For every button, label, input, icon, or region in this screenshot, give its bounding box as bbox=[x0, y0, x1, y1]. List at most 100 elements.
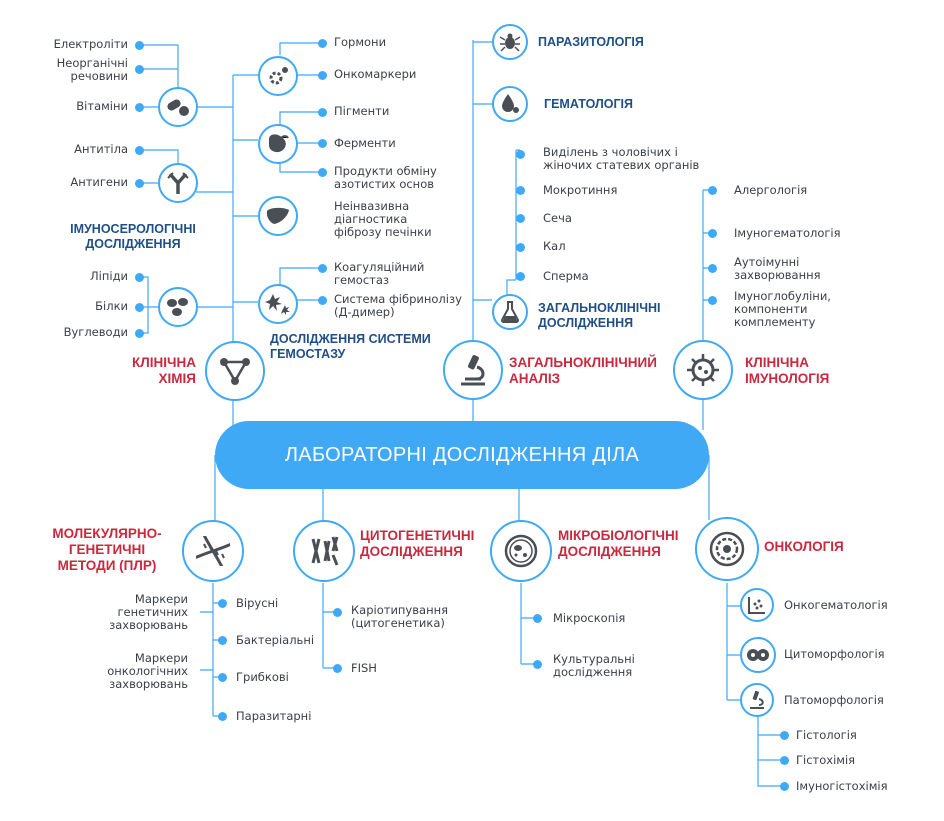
autoimmune-label: Аутоімунні захворювання bbox=[734, 255, 821, 282]
parasitic-label: Паразитарні bbox=[236, 709, 312, 723]
fungal-label: Грибкові bbox=[236, 670, 289, 684]
bullet-dot bbox=[317, 107, 327, 117]
bullet-dot bbox=[134, 178, 144, 188]
coagulation-label: Коагуляційний гемостаз bbox=[334, 260, 425, 287]
antibodies-label: Антитіла bbox=[74, 142, 128, 156]
chromosome-icon bbox=[293, 520, 355, 582]
secretions-label: Виділень з чоловічих і жіночих статевих … bbox=[543, 145, 700, 172]
parasite-icon bbox=[492, 24, 528, 60]
sperm-label: Сперма bbox=[543, 269, 589, 283]
cell-pair-icon bbox=[740, 637, 776, 673]
bullet-dot bbox=[217, 711, 227, 721]
bullet-dot bbox=[332, 607, 342, 617]
coagulation-icon bbox=[258, 284, 298, 324]
hormones-label: Гормони bbox=[334, 35, 387, 49]
bullet-dot bbox=[317, 167, 327, 177]
lipids-label: Ліпіди bbox=[90, 269, 128, 283]
allergology-label: Алергологія bbox=[734, 183, 808, 197]
sputum-label: Мокротиння bbox=[543, 183, 618, 197]
bullet-dot bbox=[317, 38, 327, 48]
bullet-dot bbox=[134, 328, 144, 338]
bullet-dot bbox=[515, 213, 525, 223]
cultural-label: Культуральні дослідження bbox=[553, 652, 635, 679]
immunoserology-heading: ІМУНОСЕРОЛОГІЧНІ ДОСЛІДЖЕННЯ bbox=[70, 222, 196, 251]
bullet-dot bbox=[779, 755, 789, 765]
oncology-heading: ОНКОЛОГІЯ bbox=[764, 539, 844, 554]
bullet-dot bbox=[317, 138, 327, 148]
immunohematology-label: Імуногематологія bbox=[734, 226, 841, 240]
fibrinolysis-label: Система фібринолізу (Д-димер) bbox=[334, 292, 462, 319]
fish-label: FISH bbox=[351, 661, 377, 675]
bullet-dot bbox=[317, 263, 327, 273]
bullet-dot bbox=[217, 598, 227, 608]
general-clinical-heading: ЗАГАЛЬНОКЛІНІЧНІ ДОСЛІДЖЕННЯ bbox=[538, 301, 661, 330]
bullet-dot bbox=[515, 185, 525, 195]
petri-dish-icon bbox=[490, 520, 552, 582]
bullet-dot bbox=[515, 242, 525, 252]
onco-markers-label: Маркери онкологічних захворювань bbox=[107, 651, 188, 691]
bullet-dot bbox=[134, 64, 144, 74]
tumor-cell-icon bbox=[695, 517, 759, 581]
bullet-dot bbox=[217, 672, 227, 682]
hemostasis-heading: ДОСЛІДЖЕННЯ СИСТЕМИ ГЕМОСТАЗУ bbox=[270, 332, 431, 361]
bullet-dot bbox=[217, 635, 227, 645]
antibody-icon bbox=[158, 163, 198, 203]
bullet-dot bbox=[707, 185, 717, 195]
cytogenetics-heading: ЦИТОГЕНЕТИЧНІ ДОСЛІДЖЕННЯ bbox=[360, 528, 475, 559]
nitrogen-label: Продукти обміну азотистих основ bbox=[334, 164, 437, 191]
enzymes-label: Ферменти bbox=[334, 136, 396, 150]
pathomorphology-label: Патоморфологія bbox=[784, 693, 884, 707]
histology-label: Гістологія bbox=[796, 728, 857, 742]
tumor-markers-label: Онкомаркери bbox=[334, 67, 417, 81]
bullet-dot bbox=[779, 730, 789, 740]
immunology-heading: КЛІНІЧНА ІМУНОЛОГІЯ bbox=[745, 355, 830, 386]
parasitology-heading: ПАРАЗИТОЛОГІЯ bbox=[538, 35, 644, 49]
bullet-dot bbox=[134, 272, 144, 282]
genetic-markers-label: Маркери генетичних захворювань bbox=[109, 592, 188, 632]
viral-label: Вірусні bbox=[236, 596, 279, 610]
bullet-dot bbox=[779, 781, 789, 791]
bullet-dot bbox=[532, 613, 542, 623]
microbiology-heading: МІКРОБІОЛОГІЧНІ ДОСЛІДЖЕННЯ bbox=[558, 528, 679, 559]
cytomorphology-label: Цитоморфологія bbox=[784, 647, 885, 661]
urine-label: Сеча bbox=[543, 211, 572, 225]
molecular-heading: МОЛЕКУЛЯРНО- ГЕНЕТИЧНІ МЕТОДИ (ПЛР) bbox=[52, 526, 162, 573]
organ-icon bbox=[258, 124, 298, 164]
histochemistry-label: Гістохімія bbox=[796, 753, 856, 767]
microscope-icon bbox=[443, 340, 503, 400]
feces-label: Кал bbox=[543, 239, 566, 253]
bullet-dot bbox=[332, 663, 342, 673]
bullet-dot bbox=[532, 659, 542, 669]
bullet-dot bbox=[707, 228, 717, 238]
lab-microscope-icon bbox=[740, 683, 774, 717]
central-title: ЛАБОРАТОРНІ ДОСЛІДЖЕННЯ ДІЛА bbox=[215, 421, 709, 489]
bullet-dot bbox=[515, 271, 525, 281]
cells-icon bbox=[158, 287, 198, 327]
flask-icon bbox=[492, 294, 528, 330]
bullet-dot bbox=[317, 70, 327, 80]
pigments-label: Пігменти bbox=[334, 104, 390, 118]
bacterial-label: Бактеріальні bbox=[236, 633, 315, 647]
bullet-dot bbox=[317, 295, 327, 305]
capsule-icon bbox=[158, 87, 198, 127]
clinical-chemistry-heading: КЛІНІЧНА ХІМІЯ bbox=[132, 355, 196, 386]
bullet-dot bbox=[707, 263, 717, 273]
karyotyping-label: Каріотипування (цитогенетика) bbox=[351, 603, 449, 630]
oncohematology-label: Онкогематологія bbox=[784, 598, 888, 612]
bullet-dot bbox=[134, 302, 144, 312]
virus-icon bbox=[673, 340, 733, 400]
dna-icon bbox=[182, 520, 244, 582]
gear-icon bbox=[258, 56, 298, 96]
immunoglobulins-label: Імуноглобуліни, компоненти комплементу bbox=[734, 289, 831, 329]
chart-icon bbox=[740, 588, 774, 622]
antigens-label: Антигени bbox=[70, 175, 128, 189]
immunohistochemistry-label: Імуногістохімія bbox=[796, 779, 888, 793]
bullet-dot bbox=[515, 149, 525, 159]
proteins-label: Білки bbox=[95, 299, 128, 313]
bullet-dot bbox=[134, 102, 144, 112]
bullet-dot bbox=[134, 40, 144, 50]
microscopy-label: Мікроскопія bbox=[553, 611, 626, 625]
inorganic-label: Неорганічні речовини bbox=[56, 56, 128, 83]
carbs-label: Вуглеводи bbox=[63, 325, 128, 339]
